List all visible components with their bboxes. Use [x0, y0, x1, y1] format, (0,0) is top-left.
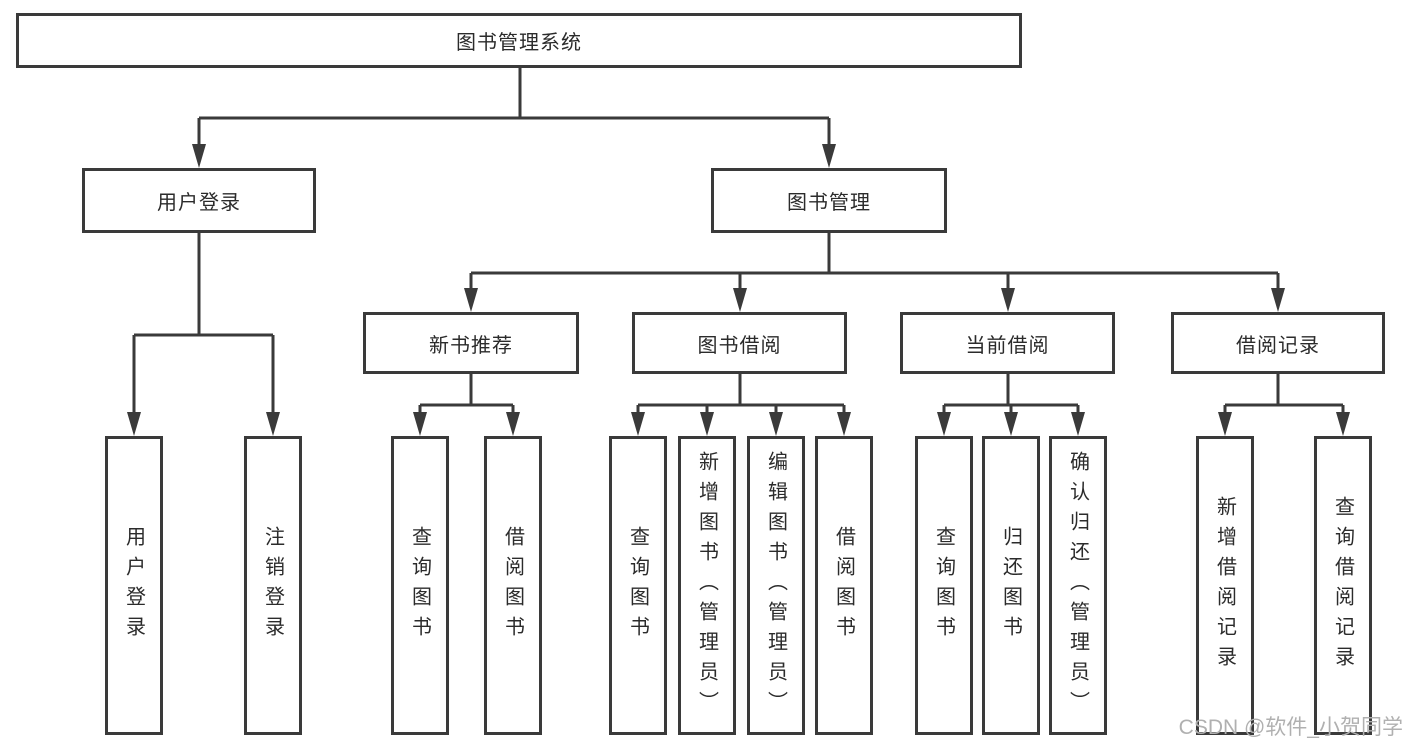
node-root-system: 图书管理系统 [16, 13, 1022, 68]
edge-bookmgmt-to-modules [469, 233, 1280, 291]
leaf-user-login: 用户登录 [105, 436, 163, 735]
leaf-label: 用户登录 [122, 525, 145, 646]
leaf-query-books-current: 查询图书 [915, 436, 973, 735]
leaf-label: 借阅图书 [832, 525, 855, 646]
leaf-return-books: 归还图书 [982, 436, 1040, 735]
leaf-borrow-books-recommend: 借阅图书 [484, 436, 542, 735]
node-borrowing-records: 借阅记录 [1171, 312, 1385, 374]
leaf-query-borrow-record: 查询借阅记录 [1314, 436, 1372, 735]
node-label: 图书管理 [787, 192, 871, 214]
leaf-label: 新增图书（管理员） [695, 450, 718, 721]
node-book-management: 图书管理 [711, 168, 947, 233]
leaf-label: 查询借阅记录 [1331, 495, 1354, 676]
leaf-add-books-admin: 新增图书（管理员） [678, 436, 736, 735]
node-label: 当前借阅 [965, 334, 1050, 357]
node-label: 借阅记录 [1236, 334, 1320, 357]
node-label: 新书推荐 [429, 334, 513, 357]
edge-newrec-to-leaves [418, 374, 515, 415]
node-label: 图书管理系统 [456, 32, 582, 54]
csdn-watermark: CSDN @软件_小贺同学 [1178, 716, 1403, 739]
node-user-login: 用户登录 [82, 168, 316, 233]
leaf-label: 新增借阅记录 [1213, 495, 1236, 676]
leaf-label: 确认归还（管理员） [1066, 450, 1089, 721]
leaf-add-borrow-record: 新增借阅记录 [1196, 436, 1254, 735]
node-current-borrowing: 当前借阅 [900, 312, 1115, 374]
edge-userlogin-to-leaves [132, 233, 275, 414]
leaf-label: 归还图书 [999, 525, 1022, 646]
leaf-query-books-recommend: 查询图书 [391, 436, 449, 735]
node-label: 用户登录 [157, 192, 241, 214]
leaf-borrow-books: 借阅图书 [815, 436, 873, 735]
leaf-label: 查询图书 [408, 525, 431, 646]
leaf-logout: 注销登录 [244, 436, 302, 735]
leaf-query-books-borrow: 查询图书 [609, 436, 667, 735]
leaf-label: 编辑图书（管理员） [764, 450, 787, 721]
leaf-label: 借阅图书 [501, 525, 524, 646]
edge-records-to-leaves [1223, 374, 1345, 415]
leaf-label: 注销登录 [261, 525, 284, 646]
arrowheads [127, 144, 1350, 436]
node-book-borrowing: 图书借阅 [632, 312, 847, 374]
leaf-label: 查询图书 [626, 525, 649, 646]
node-new-book-recommend: 新书推荐 [363, 312, 579, 374]
node-label: 图书借阅 [697, 334, 782, 357]
edge-borrow-to-leaves [636, 374, 846, 415]
edge-current-to-leaves [942, 374, 1080, 415]
leaf-edit-books-admin: 编辑图书（管理员） [747, 436, 805, 735]
leaf-confirm-return-admin: 确认归还（管理员） [1049, 436, 1107, 735]
edge-root-to-branches [197, 68, 831, 147]
leaf-label: 查询图书 [932, 525, 955, 646]
